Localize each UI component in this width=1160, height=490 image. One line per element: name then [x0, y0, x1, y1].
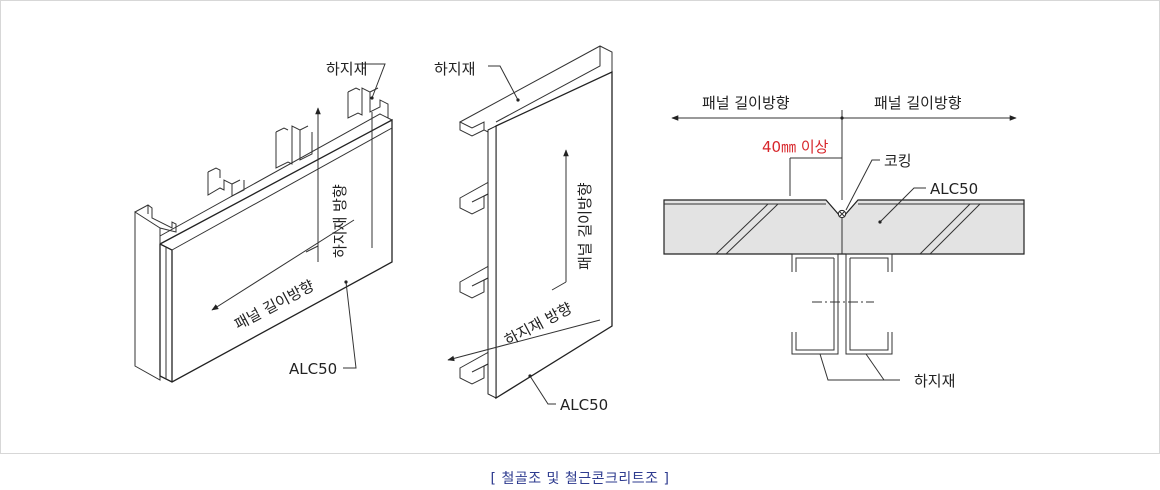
- right-panel-section: [663, 199, 1025, 255]
- right-frame-leader-left: [819, 353, 900, 381]
- left-diagonal-arrow: [211, 219, 355, 311]
- middle-top-leader: [488, 65, 519, 101]
- left-top-label: 하지재: [326, 60, 367, 78]
- right-hatch-4: [929, 203, 981, 255]
- right-frame-leader-right: [865, 353, 885, 381]
- right-figure: 패널 길이방향 패널 길이방향 40㎜ 이상 코킹 ALC50: [663, 94, 1025, 390]
- right-hatch-3: [919, 203, 971, 255]
- right-gap-label: 40㎜ 이상: [762, 138, 829, 156]
- middle-top-label: 하지재: [434, 60, 475, 78]
- middle-panel-edge: [487, 125, 497, 399]
- middle-vertical-label: 패널 길이방향: [576, 182, 594, 270]
- middle-panel-label: ALC50: [560, 396, 608, 414]
- right-caulk-label: 코킹: [884, 152, 912, 170]
- middle-panel: [495, 70, 613, 400]
- left-panel: [159, 113, 393, 383]
- right-frame-label: 하지재: [914, 372, 955, 390]
- middle-panel-leader: [529, 375, 556, 405]
- left-panel-leader: [343, 281, 357, 369]
- left-vertical-label: 하지재 방향: [331, 184, 349, 258]
- left-panel-label: ALC50: [289, 360, 337, 378]
- right-panel-label: ALC50: [930, 180, 978, 198]
- left-figure: 하지재 하지재 방향 패널 길이방향 ALC50: [134, 60, 393, 383]
- right-dim-right-label: 패널 길이방향: [874, 94, 962, 112]
- right-c-channels: [791, 253, 893, 355]
- left-top-leader: [360, 63, 386, 99]
- construction-diagram: 하지재 하지재 방향 패널 길이방향 ALC50 하: [134, 45, 1025, 414]
- middle-figure: 하지재 패널 길이방향 하지재 방향 ALC50: [434, 45, 613, 414]
- right-hatch-2: [725, 203, 779, 255]
- right-panel-leader: [879, 187, 926, 223]
- middle-diagonal-arrow: [447, 319, 601, 362]
- left-studs: [134, 87, 389, 381]
- figure-caption: [ 철골조 및 철근콘크리트조 ]: [490, 471, 670, 487]
- right-dim-left-label: 패널 길이방향: [702, 94, 790, 112]
- right-hatch-1: [715, 203, 769, 255]
- right-caulk-leader: [845, 159, 880, 211]
